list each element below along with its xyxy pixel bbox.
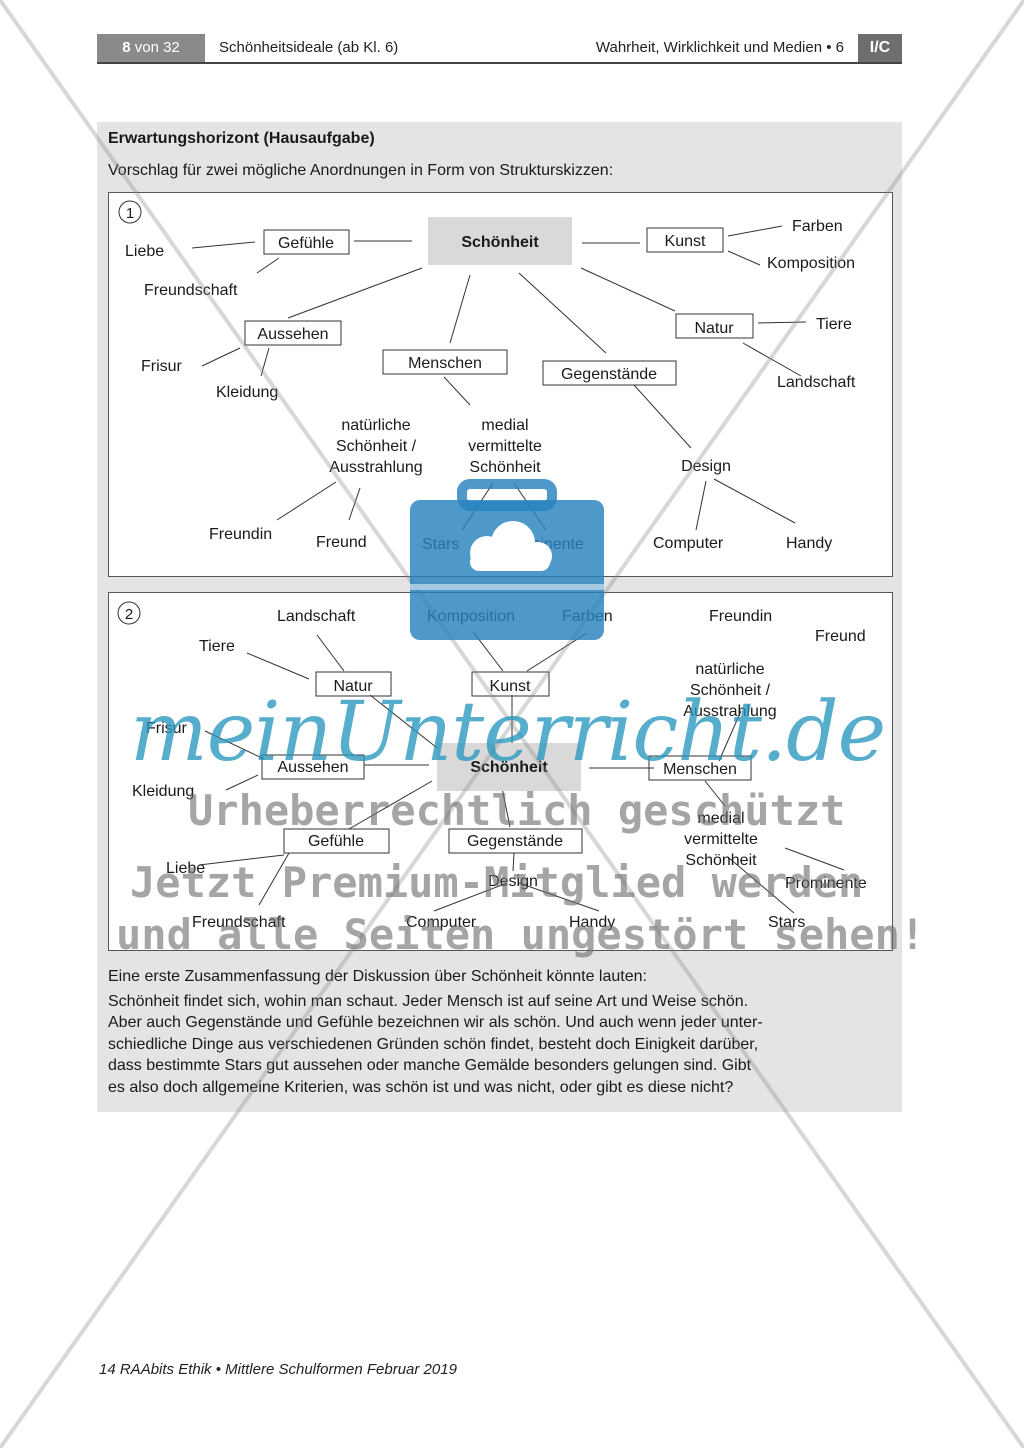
node-gefuehle: Gefühle — [308, 833, 364, 850]
header-title-left: Schönheitsideale (ab Kl. 6) — [219, 39, 399, 56]
node-stars: Stars — [422, 536, 459, 553]
box-subtitle: Vorschlag für zwei mögliche Anordnungen … — [108, 162, 614, 179]
node-farben: Farben — [792, 218, 843, 235]
node-natuerliche-3: Ausstrahlung — [329, 459, 422, 476]
node-natuerliche-3: Ausstrahlung — [683, 703, 776, 720]
structure-diagram-1: 1 Schönheit Gefühle Liebe Freundschaft K… — [108, 192, 893, 577]
node-liebe: Liebe — [166, 860, 205, 877]
page-header: 8 von 32 Schönheitsideale (ab Kl. 6) Wah… — [97, 34, 902, 64]
summary-line: Aber auch Gegenstände und Gefühle bezeic… — [108, 1014, 763, 1031]
summary-line: schiedliche Dinge aus verschiedenen Grün… — [108, 1035, 759, 1053]
node-kleidung: Kleidung — [216, 384, 278, 401]
node-natuerliche-2: Schönheit / — [690, 682, 771, 699]
node-tiere: Tiere — [199, 638, 235, 655]
node-freund: Freund — [815, 628, 866, 645]
node-natur: Natur — [694, 320, 734, 337]
node-kunst: Kunst — [490, 678, 531, 695]
node-prominente: Prominente — [785, 875, 867, 892]
discussion-summary: Eine erste Zusammenfassung der Diskussio… — [108, 966, 891, 1098]
structure-diagram-2: 2 Landschaft Tiere Natur Komposition Far… — [108, 592, 893, 951]
diagram-number: 1 — [126, 205, 134, 222]
node-design: Design — [681, 458, 731, 475]
node-farben: Farben — [562, 608, 613, 625]
watermark-line-3: und alle Seiten ungestört sehen! — [116, 910, 926, 959]
summary-line: dass bestimmte Stars gut aussehen oder m… — [108, 1057, 752, 1074]
diagram-number: 2 — [125, 606, 133, 623]
node-tiere: Tiere — [816, 316, 852, 333]
node-medial-1: medial — [697, 810, 744, 827]
node-natuerliche-2: Schönheit / — [336, 438, 417, 455]
page-footer: 14 RAAbits Ethik • Mittlere Schulformen … — [99, 1361, 457, 1378]
node-kleidung: Kleidung — [132, 783, 194, 800]
node-design: Design — [488, 873, 538, 890]
node-menschen: Menschen — [663, 761, 737, 778]
node-stars: Stars — [768, 914, 805, 931]
node-landschaft: Landschaft — [277, 608, 356, 625]
node-natur: Natur — [333, 678, 373, 695]
node-menschen: Menschen — [408, 355, 482, 372]
watermark-line-1: Urheberrechtlich geschützt — [188, 786, 846, 835]
node-computer: Computer — [653, 535, 724, 552]
node-liebe: Liebe — [125, 243, 164, 260]
node-kunst: Kunst — [665, 233, 706, 250]
node-computer: Computer — [406, 914, 477, 931]
expectation-box: Erwartungshorizont (Hausaufgabe) Vorschl… — [97, 122, 902, 1112]
summary-line: Schönheit findet sich, wohin man schaut.… — [108, 992, 749, 1010]
summary-line: es also doch allgemeine Kriterien, was s… — [108, 1078, 734, 1096]
node-frisur: Frisur — [146, 720, 188, 737]
node-gegenstaende: Gegenstände — [561, 366, 657, 383]
node-prominente: Prominente — [502, 536, 584, 553]
watermark-line-2: Jetzt Premium-Mitglied werden — [130, 858, 864, 907]
node-aussehen: Aussehen — [277, 759, 348, 776]
node-medial-2: vermittelte — [468, 438, 542, 455]
node-komposition: Komposition — [427, 608, 515, 625]
node-aussehen: Aussehen — [257, 326, 328, 343]
node-freundin: Freundin — [209, 526, 272, 543]
summary-intro: Eine erste Zusammenfassung der Diskussio… — [108, 968, 647, 985]
node-medial-3: Schönheit — [469, 459, 541, 476]
page-number: 8 von 32 — [97, 34, 205, 62]
node-natuerliche-1: natürliche — [341, 417, 410, 434]
node-freundschaft: Freundschaft — [192, 914, 286, 931]
node-medial-3: Schönheit — [685, 852, 757, 869]
level-badge: I/C — [858, 34, 902, 62]
node-handy: Handy — [569, 914, 615, 931]
node-medial-1: medial — [481, 417, 528, 434]
node-handy: Handy — [786, 535, 832, 552]
node-landschaft: Landschaft — [777, 374, 856, 391]
node-natuerliche-1: natürliche — [695, 661, 764, 678]
node-gegenstaende: Gegenstände — [467, 833, 563, 850]
header-title-right: Wahrheit, Wirklichkeit und Medien • 6 — [595, 39, 844, 56]
header-divider — [205, 34, 207, 62]
node-komposition: Komposition — [767, 255, 855, 272]
node-schoenheit: Schönheit — [461, 234, 539, 251]
node-schoenheit: Schönheit — [470, 759, 548, 776]
watermark-brand: meinUnterricht.de — [130, 685, 886, 780]
node-freundschaft: Freundschaft — [144, 282, 238, 299]
node-gefuehle: Gefühle — [278, 235, 334, 252]
node-freundin: Freundin — [709, 608, 772, 625]
node-medial-2: vermittelte — [684, 831, 758, 848]
box-title: Erwartungshorizont (Hausaufgabe) — [108, 130, 375, 147]
node-freund: Freund — [316, 534, 367, 551]
node-frisur: Frisur — [141, 358, 183, 375]
